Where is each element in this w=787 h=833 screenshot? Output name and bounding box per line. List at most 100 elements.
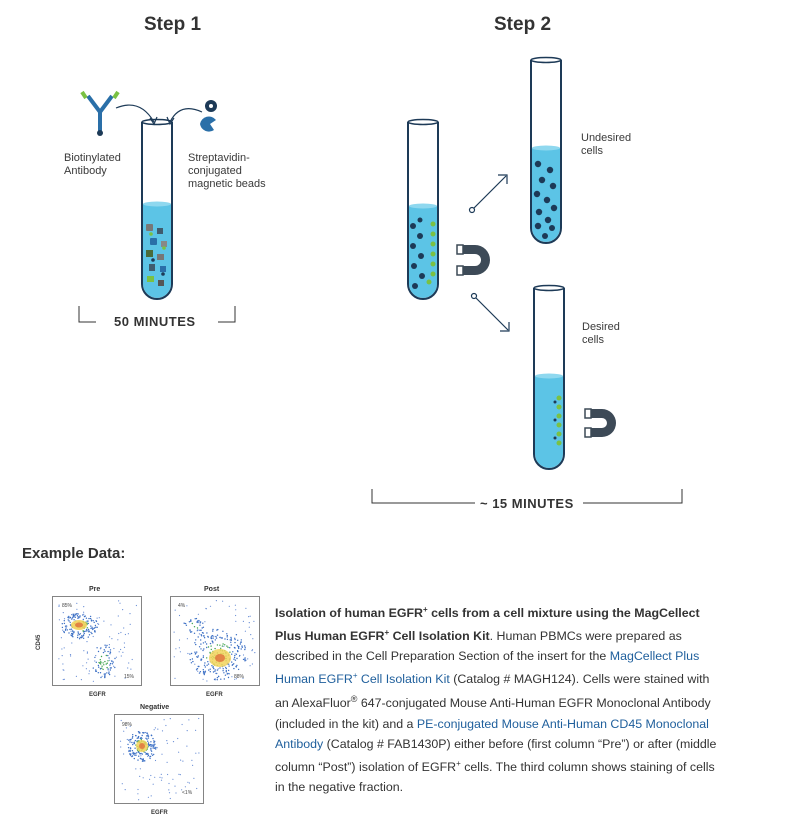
scatter-point (143, 777, 144, 778)
scatter-point (62, 663, 63, 664)
scatter-point (142, 753, 143, 754)
scatter-point (131, 756, 132, 757)
scatter-point (72, 631, 73, 632)
scatter-point (212, 641, 213, 642)
scatter-point (93, 620, 94, 621)
scatter-point (173, 741, 174, 742)
scatter-point (198, 636, 199, 637)
scatter-point (215, 636, 216, 637)
scatter-point (102, 662, 103, 663)
scatter-point (95, 627, 96, 628)
scatter-point (200, 630, 201, 631)
scatter-point (68, 616, 69, 617)
scatter-point (130, 750, 131, 751)
scatter-point (238, 669, 239, 670)
scatter-point (179, 647, 180, 648)
scatter-point (234, 647, 235, 648)
scatter-point (210, 643, 211, 644)
plot-pre-pct-top: 85% (62, 603, 72, 609)
scatter-point (138, 756, 139, 757)
scatter-point (88, 618, 89, 619)
scatter-point (150, 741, 151, 742)
scatter-point (130, 755, 131, 756)
scatter-point (236, 658, 237, 659)
scatter-point (245, 608, 246, 609)
scatter-point (152, 738, 153, 739)
scatter-point (97, 618, 98, 619)
scatter-point (207, 636, 208, 637)
scatter-point (153, 740, 154, 741)
scatter-point (232, 651, 233, 652)
scatter-point (200, 648, 201, 649)
scatter-point (61, 637, 62, 638)
scatter-point (92, 628, 93, 629)
scatter-point (203, 627, 204, 628)
scatter-point (232, 664, 233, 665)
scatter-point (212, 630, 213, 631)
scatter-point (152, 755, 153, 756)
scatter-point (110, 649, 111, 650)
scatter-point (189, 653, 190, 654)
scatter-point (195, 644, 196, 645)
step2-duration: ~ 15 MINUTES (480, 496, 574, 511)
scatter-point (104, 651, 105, 652)
plot-negative-title: Negative (140, 704, 169, 711)
scatter-point (252, 649, 253, 650)
scatter-point (123, 627, 124, 628)
scatter-point (155, 748, 156, 749)
scatter-point (153, 754, 154, 755)
scatter-point (79, 615, 80, 616)
scatter-point (64, 647, 65, 648)
scatter-point (196, 621, 197, 622)
scatter-point (161, 774, 162, 775)
scatter-point (102, 669, 103, 670)
scatter-point (231, 638, 232, 639)
scatter-point (111, 661, 112, 662)
scatter-point (205, 608, 206, 609)
scatter-point (130, 748, 131, 749)
scatter-point (76, 609, 77, 610)
scatter-point (206, 632, 207, 633)
scatter-point (70, 631, 71, 632)
scatter-point (187, 730, 188, 731)
scatter-point (71, 635, 72, 636)
figure-description: Isolation of human EGFR+ cells from a ce… (275, 600, 723, 797)
scatter-point (198, 614, 199, 615)
scatter-point (70, 617, 71, 618)
scatter-point (174, 632, 175, 633)
scatter-point (194, 626, 195, 627)
scatter-point (226, 668, 227, 669)
scatter-point (141, 738, 142, 739)
scatter-point (199, 625, 200, 626)
scatter-point (83, 614, 84, 615)
scatter-point (212, 635, 213, 636)
scatter-point (84, 633, 85, 634)
scatter-point (243, 659, 244, 660)
scatter-point (155, 727, 156, 728)
scatter-point (132, 734, 133, 735)
scatter-point (190, 619, 191, 620)
scatter-point (235, 653, 236, 654)
scatter-point (168, 789, 169, 790)
scatter-point (77, 631, 78, 632)
scatter-point (180, 651, 181, 652)
scatter-point (210, 645, 211, 646)
scatter-point (132, 659, 133, 660)
scatter-point (206, 647, 207, 648)
scatter-point (71, 614, 72, 615)
scatter-point (220, 648, 221, 649)
scatter-point (68, 620, 69, 621)
scatter-point (128, 750, 129, 751)
step1-tube (137, 120, 177, 302)
scatter-point (77, 615, 78, 616)
scatter-point (109, 644, 110, 645)
plot-pre-pct-bottom: 15% (124, 674, 134, 680)
scatter-point (206, 657, 207, 658)
scatter-point (83, 619, 84, 620)
scatter-point (106, 646, 107, 647)
scatter-point (134, 748, 135, 749)
scatter-point (200, 643, 201, 644)
scatter-point (153, 784, 154, 785)
scatter-point (224, 644, 225, 645)
scatter-point (70, 629, 71, 630)
